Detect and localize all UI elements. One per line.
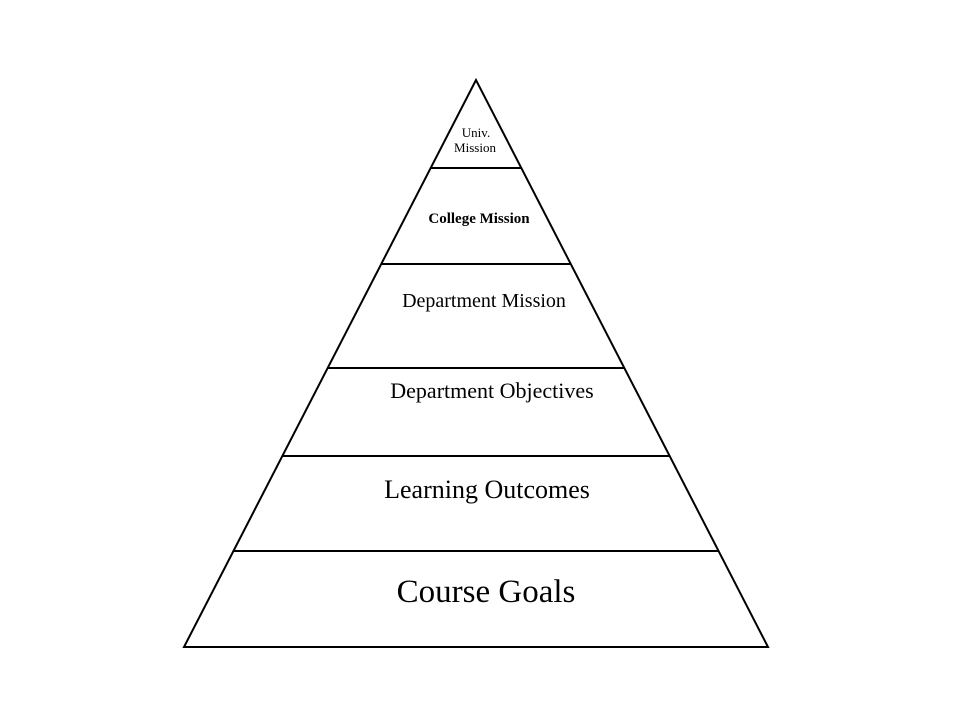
level-course-goals: Course Goals [397,574,576,610]
level-learning-outcomes: Learning Outcomes [384,475,590,504]
pyramid-outline [182,77,770,648]
level-department-mission: Department Mission [402,290,566,312]
level-univ-mission-line1: Univ. [462,125,490,140]
level-department-objectives: Department Objectives [390,378,593,403]
level-univ-mission-line2: Mission [454,140,496,155]
level-college-mission: College Mission [428,211,530,227]
